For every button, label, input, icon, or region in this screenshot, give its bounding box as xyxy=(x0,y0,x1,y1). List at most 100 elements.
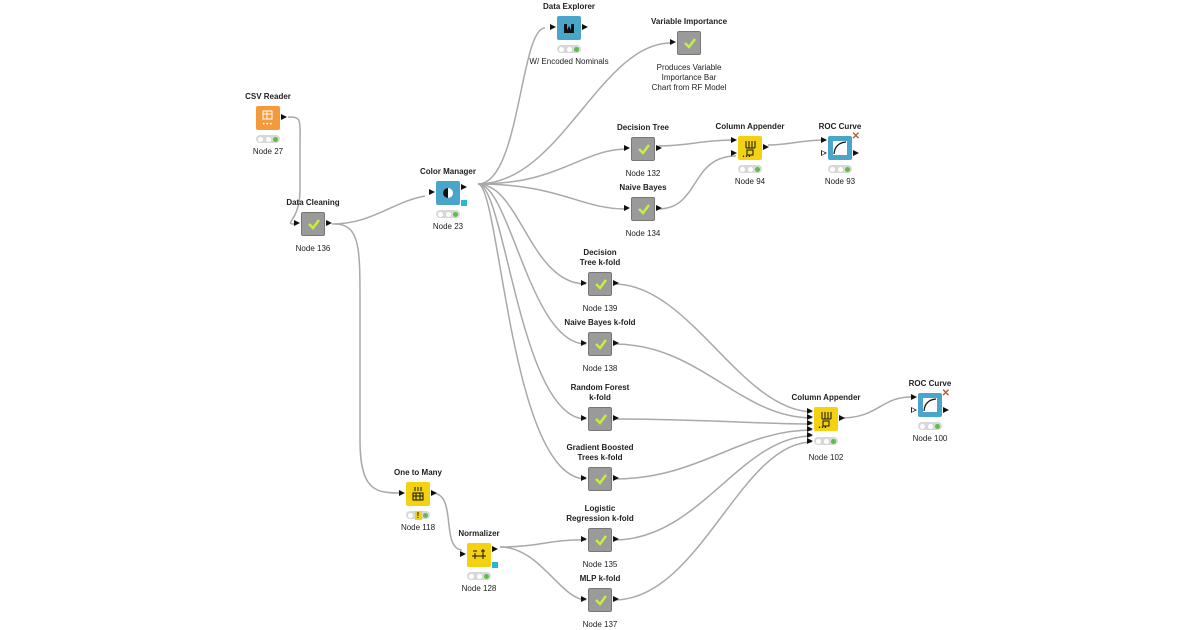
node-one-to-many[interactable]: One to Many ! Node 118 xyxy=(368,468,468,533)
metanode-icon[interactable] xyxy=(588,528,612,552)
node-title: Data Cleaning xyxy=(286,198,340,207)
model-port[interactable] xyxy=(492,562,498,568)
input-port[interactable] xyxy=(821,150,827,156)
node-title: MLP k-fold xyxy=(579,574,621,583)
node-title: Decision Tree xyxy=(616,123,670,132)
node-decision-tree[interactable]: Decision Tree Node 132 xyxy=(593,123,693,179)
node-label: Node 94 xyxy=(734,177,766,186)
column-appender-icon[interactable]: ••• xyxy=(814,407,838,431)
output-port[interactable] xyxy=(431,490,437,496)
roc-curve-icon[interactable] xyxy=(828,136,852,160)
wire xyxy=(477,183,587,480)
output-port[interactable] xyxy=(656,205,662,211)
input-port[interactable] xyxy=(807,414,813,420)
node-column-appender-102[interactable]: Column Appender ••• Node 102 xyxy=(776,393,876,463)
model-port[interactable] xyxy=(461,200,467,206)
input-port[interactable] xyxy=(807,426,813,432)
input-port[interactable] xyxy=(807,438,813,444)
node-naive-bayes-kfold[interactable]: Naive Bayes k-fold Node 138 xyxy=(550,318,650,374)
node-roc-curve-100[interactable]: ROC Curve ✕ Node 100 xyxy=(880,379,980,444)
input-port[interactable] xyxy=(807,420,813,426)
input-port[interactable] xyxy=(581,280,587,286)
input-port[interactable] xyxy=(581,415,587,421)
input-port[interactable] xyxy=(550,24,556,30)
metanode-icon[interactable] xyxy=(677,31,701,55)
input-port[interactable] xyxy=(294,220,300,226)
input-port[interactable] xyxy=(581,596,587,602)
output-port[interactable] xyxy=(492,546,498,552)
input-port[interactable] xyxy=(460,551,466,557)
input-port[interactable] xyxy=(399,490,405,496)
input-port[interactable] xyxy=(581,340,587,346)
output-port[interactable] xyxy=(853,150,859,156)
input-port[interactable] xyxy=(807,432,813,438)
node-title: CSV Reader xyxy=(245,92,291,101)
data-explorer-icon[interactable] xyxy=(557,16,581,40)
metanode-icon[interactable] xyxy=(588,588,612,612)
node-title: Random Forest k-fold xyxy=(570,383,630,402)
node-label: Node 23 xyxy=(432,222,464,231)
output-port[interactable] xyxy=(582,24,588,30)
wire xyxy=(613,429,813,480)
output-port[interactable] xyxy=(613,596,619,602)
metanode-icon[interactable] xyxy=(588,332,612,356)
column-appender-icon[interactable]: ••• xyxy=(738,136,762,160)
input-port[interactable] xyxy=(624,145,630,151)
status-traffic-light: ! xyxy=(406,510,430,520)
roc-curve-icon[interactable] xyxy=(918,393,942,417)
output-port[interactable] xyxy=(839,415,845,421)
output-port[interactable] xyxy=(613,415,619,421)
node-mlp-kfold[interactable]: MLP k-fold Node 137 xyxy=(550,574,650,630)
output-port[interactable] xyxy=(763,144,769,150)
metanode-icon[interactable] xyxy=(588,467,612,491)
output-port[interactable] xyxy=(281,114,287,120)
input-port[interactable] xyxy=(807,408,813,414)
node-decision-tree-kfold[interactable]: Decision Tree k-fold Node 139 xyxy=(550,248,650,314)
output-port[interactable] xyxy=(943,407,949,413)
metanode-icon[interactable] xyxy=(631,197,655,221)
input-port[interactable] xyxy=(624,205,630,211)
node-column-appender-94[interactable]: Column Appender ••• Node 94 xyxy=(700,122,800,187)
metanode-icon[interactable] xyxy=(301,212,325,236)
input-port[interactable] xyxy=(911,394,917,400)
output-port[interactable] xyxy=(613,475,619,481)
input-port[interactable] xyxy=(821,137,827,143)
input-port[interactable] xyxy=(429,189,435,195)
one-to-many-icon[interactable] xyxy=(406,482,430,506)
status-traffic-light xyxy=(814,437,838,445)
wire xyxy=(613,441,813,601)
output-port[interactable] xyxy=(613,340,619,346)
node-data-cleaning[interactable]: Data Cleaning Node 136 xyxy=(263,198,363,254)
node-title: Variable Importance xyxy=(650,17,728,26)
metanode-icon[interactable] xyxy=(588,272,612,296)
input-port[interactable] xyxy=(581,475,587,481)
normalizer-icon[interactable] xyxy=(467,543,491,567)
metanode-icon[interactable] xyxy=(631,137,655,161)
node-variable-importance[interactable]: Variable Importance Produces Variable Im… xyxy=(639,17,739,93)
output-port[interactable] xyxy=(656,145,662,151)
metanode-icon[interactable] xyxy=(588,407,612,431)
input-port[interactable] xyxy=(581,536,587,542)
input-port[interactable] xyxy=(731,137,737,143)
node-roc-curve-93[interactable]: ROC Curve ✕ Node 93 xyxy=(790,122,890,187)
node-random-forest-kfold[interactable]: Random Forest k-fold xyxy=(550,383,650,431)
node-logistic-regression-kfold[interactable]: Logistic Regression k-fold Node 135 xyxy=(550,504,650,570)
output-port[interactable] xyxy=(461,184,467,190)
node-csv-reader[interactable]: CSV Reader ••• Node 27 xyxy=(218,92,318,157)
node-naive-bayes[interactable]: Naive Bayes Node 134 xyxy=(593,183,693,239)
output-port[interactable] xyxy=(613,536,619,542)
output-port[interactable] xyxy=(613,280,619,286)
node-title: Naive Bayes xyxy=(619,183,667,192)
input-port[interactable] xyxy=(911,407,917,413)
node-gradient-boosted-trees-kfold[interactable]: Gradient Boosted Trees k-fold xyxy=(550,443,650,491)
input-port[interactable] xyxy=(731,150,737,156)
output-port[interactable] xyxy=(326,220,332,226)
color-manager-icon[interactable] xyxy=(436,181,460,205)
input-port[interactable] xyxy=(670,39,676,45)
node-color-manager[interactable]: Color Manager Node 23 xyxy=(398,167,498,232)
node-normalizer[interactable]: Normalizer Node 128 xyxy=(429,529,529,594)
node-label: Node 27 xyxy=(252,147,284,156)
node-title: Logistic Regression k-fold xyxy=(566,504,634,523)
node-data-explorer[interactable]: Data Explorer W/ Encoded Nominals xyxy=(519,2,619,67)
csv-reader-icon[interactable]: ••• xyxy=(256,106,280,130)
